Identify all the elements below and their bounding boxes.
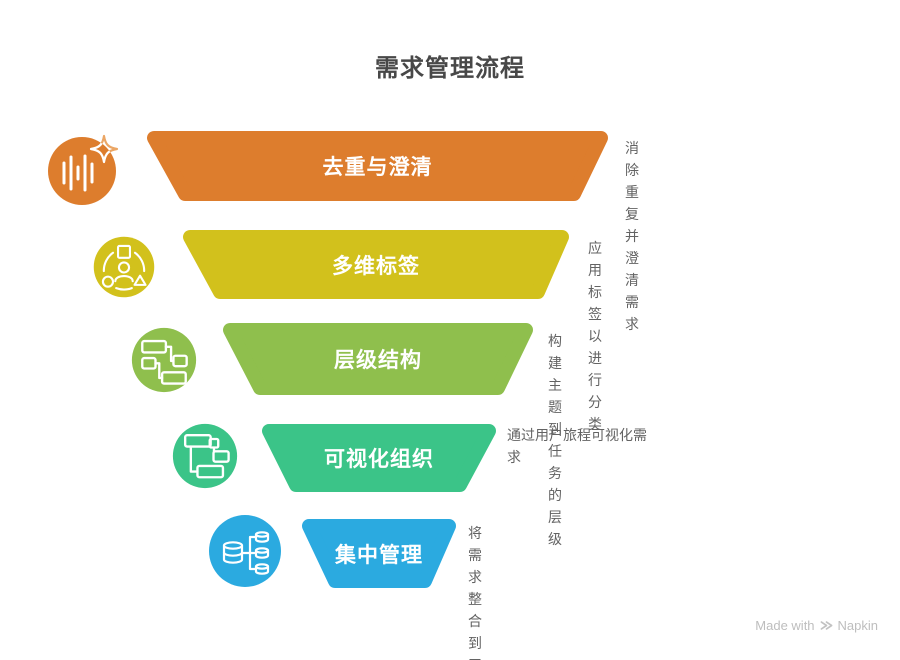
step-description: 通过用户旅程可视化需求 xyxy=(507,427,647,465)
credit-prefix: Made with xyxy=(755,618,815,633)
page-title: 需求管理流程 xyxy=(375,55,525,82)
step-description: 构建主题到任务的层级 xyxy=(548,333,562,547)
napkin-credit: Made with Napkin xyxy=(755,618,878,633)
database-consolidation-icon xyxy=(209,515,281,587)
funnel-trapezoid xyxy=(183,230,569,299)
credit-brand: Napkin xyxy=(837,618,878,633)
step-description: 应用标签以进行分类 xyxy=(588,240,602,432)
journey-blocks-icon xyxy=(172,423,238,489)
napkin-logo-icon xyxy=(820,621,832,630)
funnel-trapezoid xyxy=(262,424,496,492)
step-description: 将需求整合到平台中 xyxy=(468,525,482,660)
step-description: 消除重复并澄清需求 xyxy=(625,140,639,332)
waveform-sparkle-icon xyxy=(48,134,119,205)
funnel-trapezoid xyxy=(147,131,608,201)
funnel-trapezoid xyxy=(223,323,533,395)
funnel-trapezoid xyxy=(302,519,456,588)
person-classification-icon xyxy=(93,236,155,298)
hierarchy-tree-icon xyxy=(131,327,197,393)
